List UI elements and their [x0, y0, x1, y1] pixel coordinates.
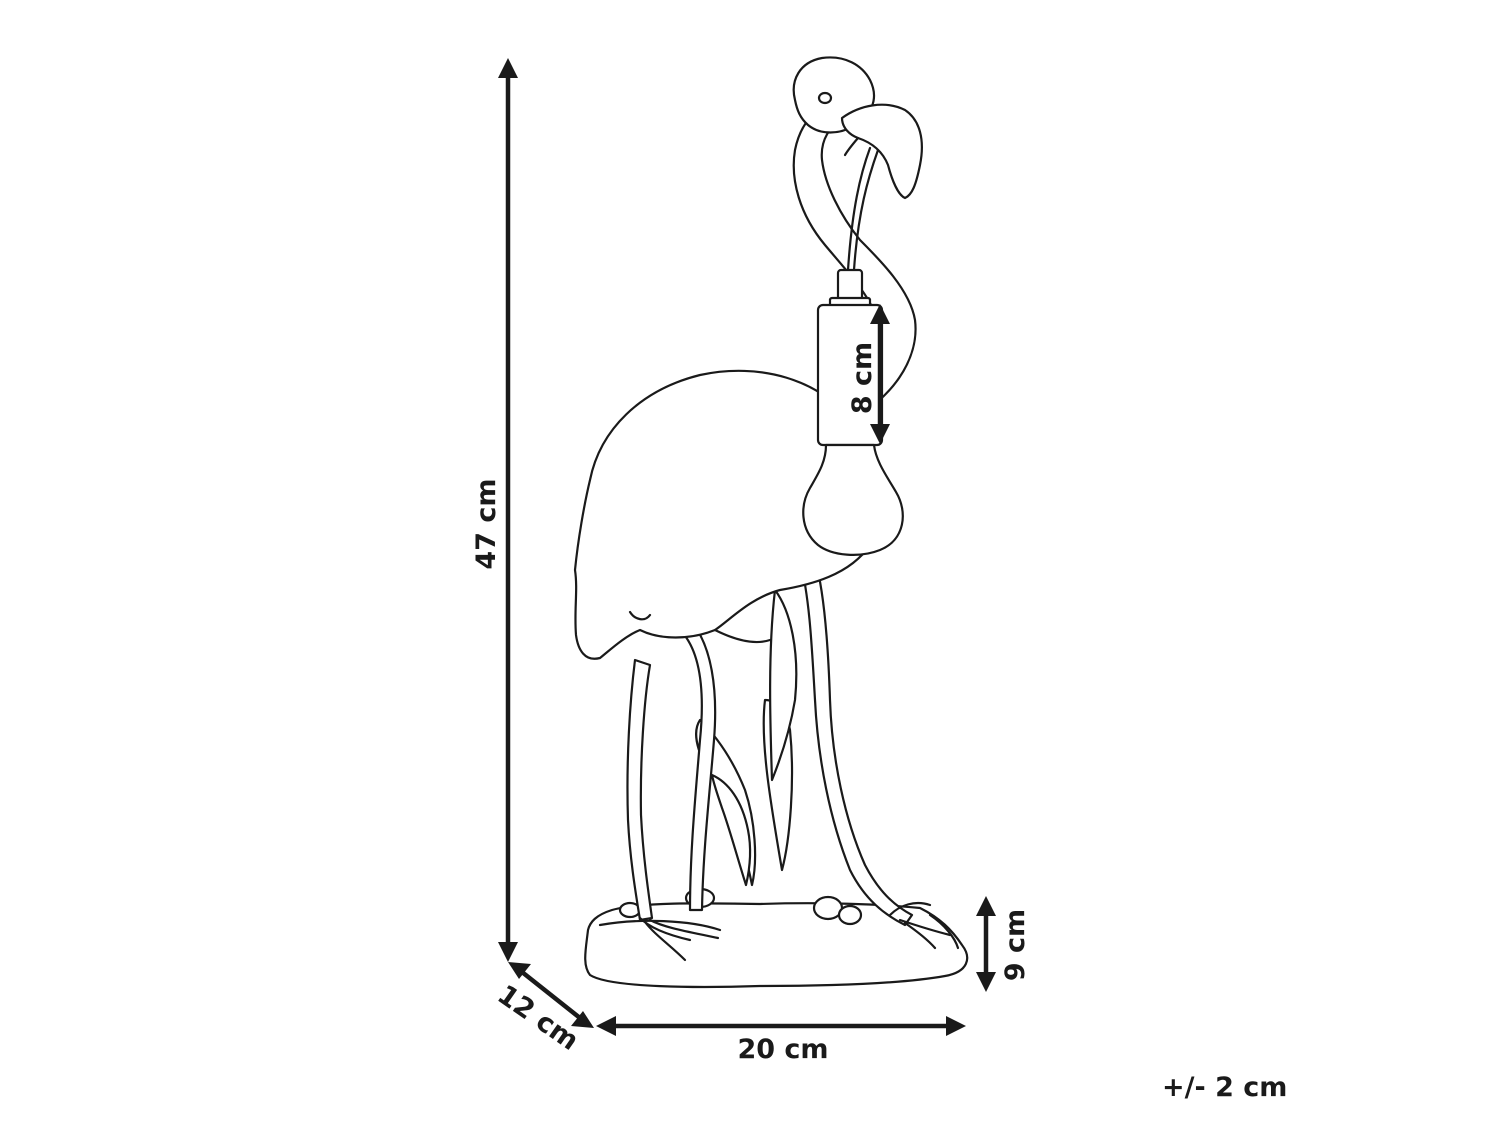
base-height-label: 9 cm [1000, 909, 1031, 981]
base-shape [584, 902, 969, 989]
beak-shape [840, 103, 923, 200]
depth-label: 12 cm [492, 979, 584, 1057]
bulb-holder-label: 8 cm [847, 342, 878, 414]
width-dimension: 20 cm [596, 1016, 966, 1065]
width-label: 20 cm [737, 1034, 828, 1065]
depth-dimension: 12 cm [492, 962, 594, 1057]
bulb-holder-dimension: 8 cm [847, 304, 890, 444]
height-label: 47 cm [471, 478, 502, 569]
flamingo-lamp-icon [573, 56, 969, 989]
base-height-dimension: 9 cm [976, 896, 1031, 992]
tolerance-note: +/- 2 cm [1162, 1072, 1288, 1103]
height-dimension: 47 cm [471, 58, 518, 962]
body-shape [573, 369, 882, 660]
bulb-shape [802, 443, 904, 556]
